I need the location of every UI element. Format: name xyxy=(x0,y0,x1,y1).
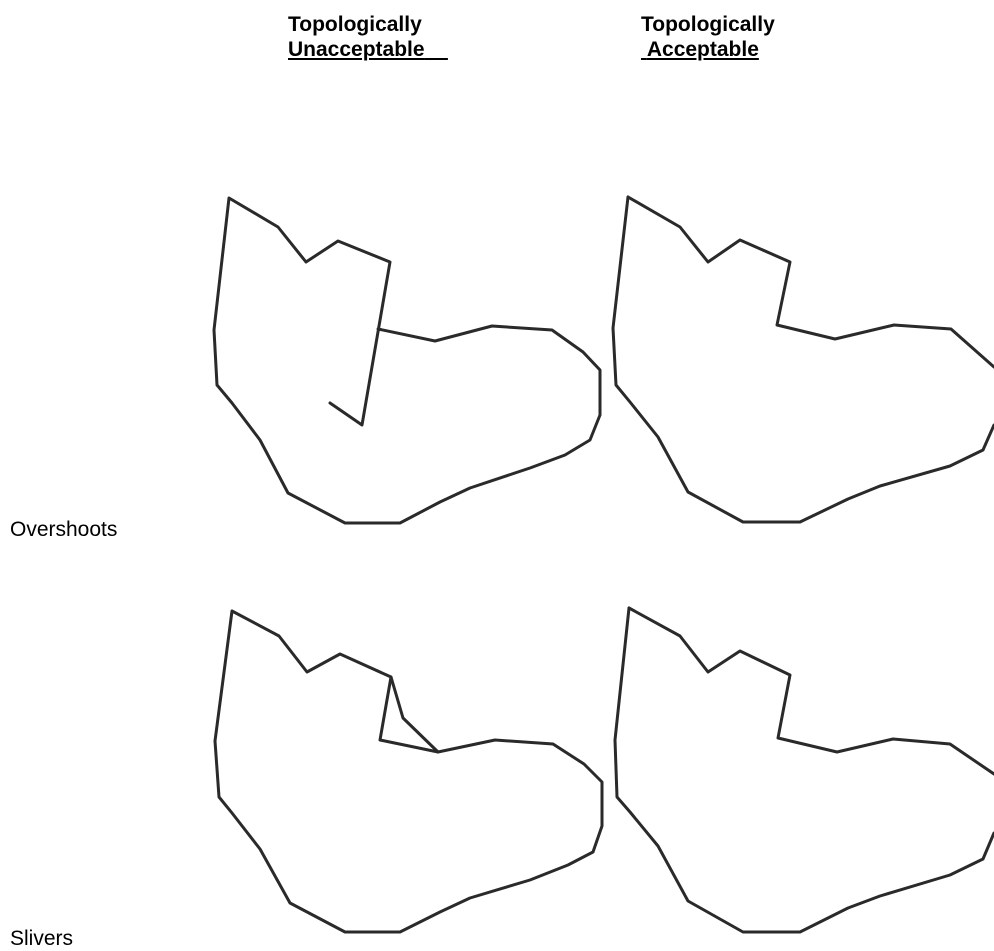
column-header-unacceptable-line1: Topologically xyxy=(288,13,422,36)
sliver-triangle xyxy=(389,675,440,754)
column-header-acceptable: Topologically Acceptable xyxy=(641,12,775,62)
overshoots-acceptable-polygon xyxy=(611,195,994,524)
sliver-outline xyxy=(213,609,604,934)
clean-outline xyxy=(627,606,994,776)
column-header-unacceptable-line2: Unacceptable xyxy=(288,38,425,61)
column-header-acceptable-line2: Acceptable xyxy=(646,38,759,61)
overshoots-unacceptable-polygon xyxy=(212,196,602,525)
row-label-overshoots: Overshoots xyxy=(10,518,118,541)
row-label-slivers: Slivers xyxy=(10,927,74,950)
clean-outline xyxy=(626,195,994,369)
slivers-unacceptable-polygon xyxy=(213,609,604,934)
clean-outline-lower xyxy=(613,606,994,934)
column-header-unacceptable: Topologically Unacceptable xyxy=(288,12,448,62)
column-header-acceptable-line1: Topologically xyxy=(641,13,775,36)
overshoot-outline xyxy=(212,196,602,525)
slivers-acceptable-polygon xyxy=(613,606,994,934)
clean-outline-lower xyxy=(611,195,994,524)
